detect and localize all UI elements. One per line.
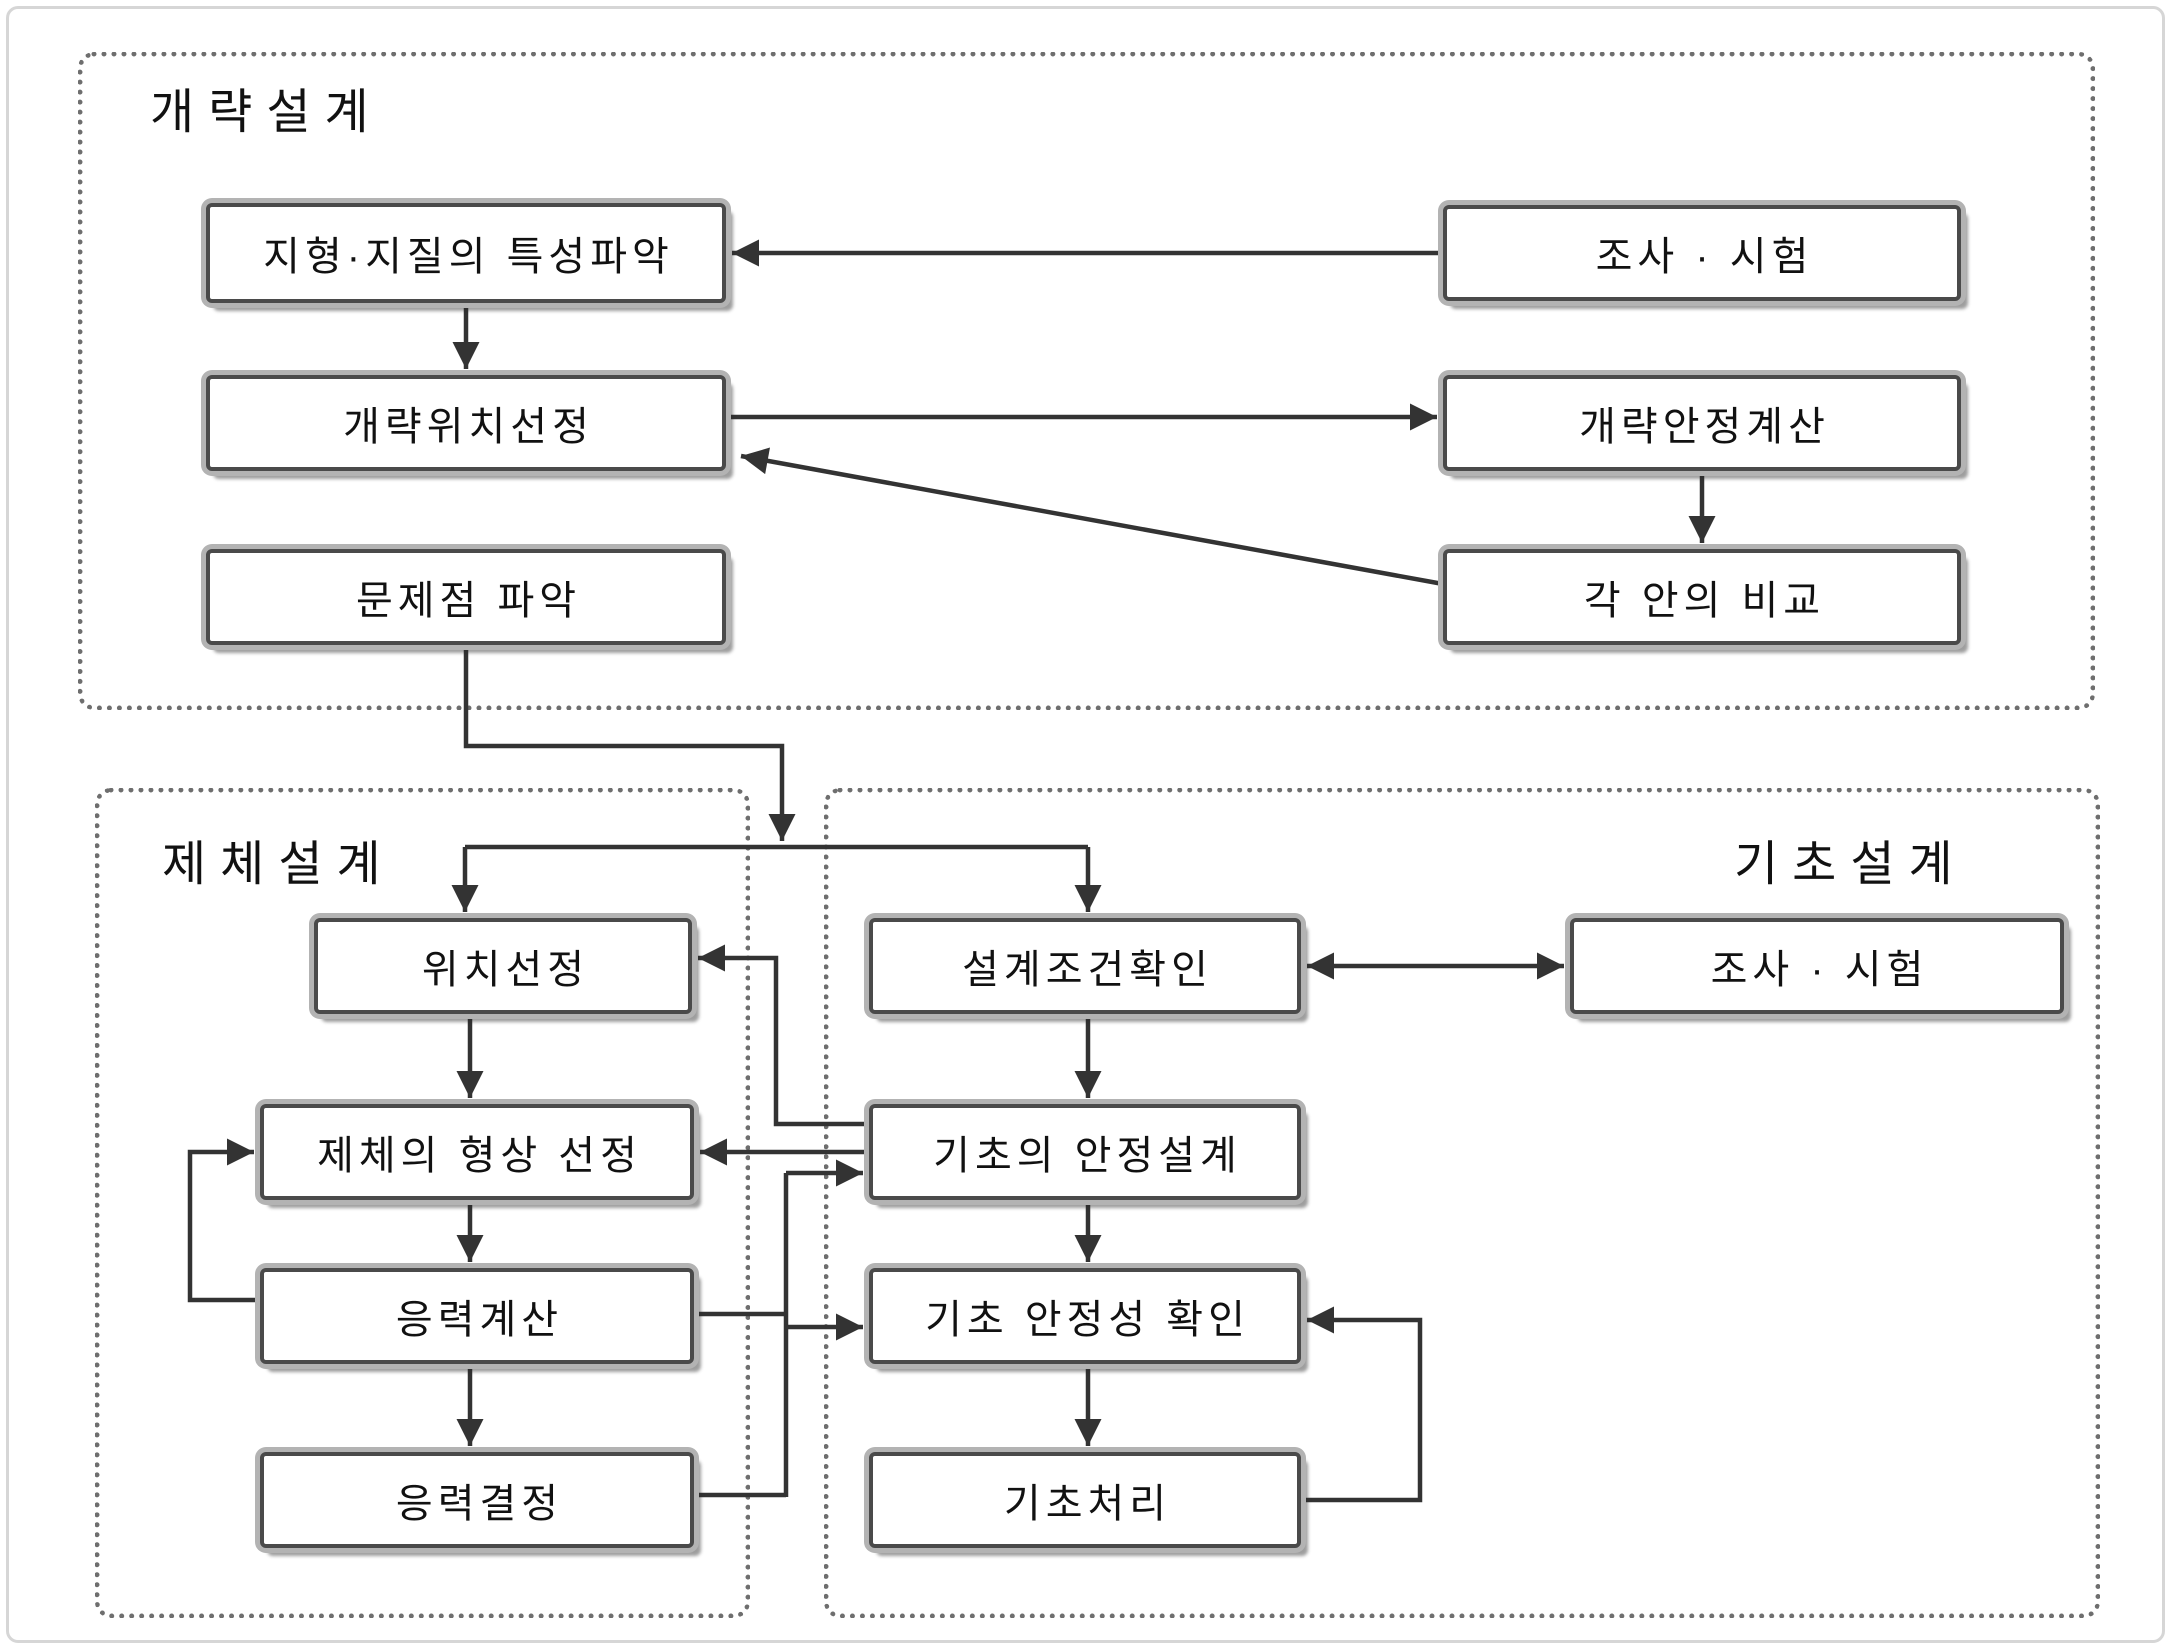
node-location-selection: 위치선정 [314, 918, 692, 1014]
section-dam-body-design [95, 788, 750, 1618]
node-approximate-location-selection: 개략위치선정 [206, 375, 726, 471]
node-approximate-stability-calculation: 개략안정계산 [1443, 375, 1961, 471]
edge-stab-design-to-location [698, 944, 869, 1127]
edge-treatment-loop-to-check [1303, 1306, 1423, 1503]
node-stress-calculation: 응력계산 [260, 1268, 694, 1364]
node-dam-body-shape-selection: 제체의 형상 선정 [260, 1104, 694, 1200]
node-investigation-test-foundation: 조사 · 시험 [1570, 918, 2064, 1014]
edge-comparison-to-approx-loc [740, 447, 1444, 587]
node-terrain-geology-analysis: 지형·지질의 특성파악 [206, 203, 726, 303]
node-stress-determination: 응력결정 [260, 1452, 694, 1548]
edge-problem-branch-stem [463, 647, 796, 841]
node-design-condition-confirmation: 설계조건확인 [869, 918, 1301, 1014]
section-foundation-design [824, 788, 2100, 1618]
section-title-preliminary: 개략설계 [150, 86, 383, 139]
edge-stress-calc-loop-to-shape [187, 1138, 262, 1303]
node-foundation-stability-confirmation: 기초 안정성 확인 [869, 1268, 1301, 1364]
node-plan-comparison: 각 안의 비교 [1443, 549, 1961, 645]
section-preliminary-design [78, 52, 2095, 710]
section-title-dam-body: 제체설계 [162, 838, 395, 891]
node-foundation-treatment: 기초처리 [869, 1452, 1301, 1548]
node-investigation-test-top: 조사 · 시험 [1443, 205, 1961, 301]
node-problem-identification: 문제점 파악 [206, 549, 726, 645]
node-foundation-stability-design: 기초의 안정설계 [869, 1104, 1301, 1200]
section-title-foundation: 기초설계 [1734, 838, 1967, 891]
